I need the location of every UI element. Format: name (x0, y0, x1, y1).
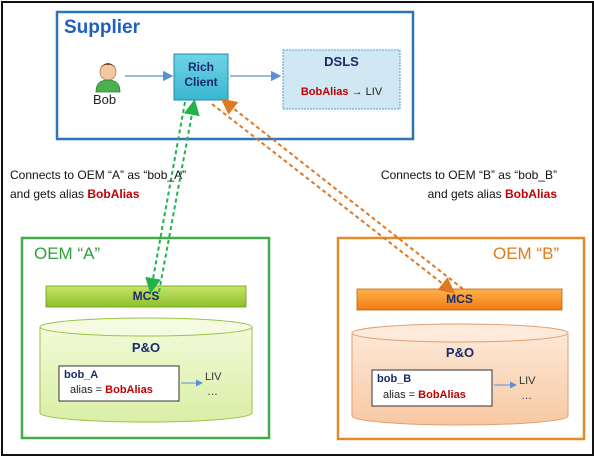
oem-a-liv: LIV (205, 371, 222, 383)
rich-client-line2: Client (184, 75, 218, 89)
oem-b-caption: Connects to OEM “B” as “bob_B” and gets … (381, 166, 557, 204)
oem-b-title: OEM “B” (493, 244, 560, 263)
rich-client-box (173, 53, 229, 101)
oem-b-caption-alias: BobAlias (504, 187, 557, 201)
oem-b-user-box (371, 369, 493, 407)
oem-b-caption-line1: Connects to OEM “B” as “bob_B” (380, 168, 557, 182)
dsls-target: LIV (365, 86, 383, 98)
oem-b-user: bob_B (377, 373, 412, 385)
dsls-title: DSLS (324, 54, 359, 69)
oem-b-alias-line: alias = BobAlias (383, 389, 466, 401)
dsls-arrow: → (351, 86, 363, 98)
oem-a-caption-alias: BobAlias (87, 187, 140, 201)
oem-a-caption-line2: and gets alias BobAlias (10, 185, 186, 204)
oem-b-mcs-label: MCS (446, 292, 473, 306)
oem-a-title: OEM “A” (34, 244, 101, 263)
oem-a-db-label: P&O (131, 340, 161, 355)
oem-a-user: bob_A (64, 369, 99, 381)
oem-b-liv: LIV (519, 375, 536, 387)
oem-b-alias: BobAlias (418, 389, 466, 401)
oem-a-alias: BobAlias (105, 384, 153, 396)
oem-a-caption-line1: Connects to OEM “A” as “bob_A” (10, 168, 187, 182)
bob-label: Bob (93, 92, 117, 107)
oem-a-alias-line: alias = BobAlias (70, 384, 153, 396)
supplier-title: Supplier (64, 17, 141, 38)
dsls-box (282, 49, 401, 110)
oem-a-alias-prefix: alias = (70, 384, 106, 396)
oem-a-user-box (58, 365, 180, 402)
oem-b-caption-prefix: and gets alias (427, 187, 505, 201)
oem-b-mcs-bar (356, 288, 563, 311)
oem-b-caption-line2: and gets alias BobAlias (381, 185, 557, 204)
oem-b-more: … (521, 390, 532, 402)
oem-a-mcs-label: MCS (132, 289, 160, 303)
dsls-alias: BobAlias (300, 86, 349, 98)
oem-b-db-label: P&O (445, 345, 475, 360)
person-icon (95, 63, 121, 93)
oem-a-connection-arrows (145, 99, 200, 294)
rich-client-label: Rich Client (174, 60, 228, 90)
oem-b-connection-arrows (211, 98, 464, 294)
oem-a-caption-prefix: and gets alias (10, 187, 88, 201)
dsls-mapping: BobAlias → LIV (283, 86, 400, 98)
oem-b-alias-prefix: alias = (383, 389, 419, 401)
oem-a-more: … (207, 386, 218, 398)
rich-client-line1: Rich (187, 60, 214, 74)
oem-a-caption: Connects to OEM “A” as “bob_A” and gets … (10, 166, 186, 204)
